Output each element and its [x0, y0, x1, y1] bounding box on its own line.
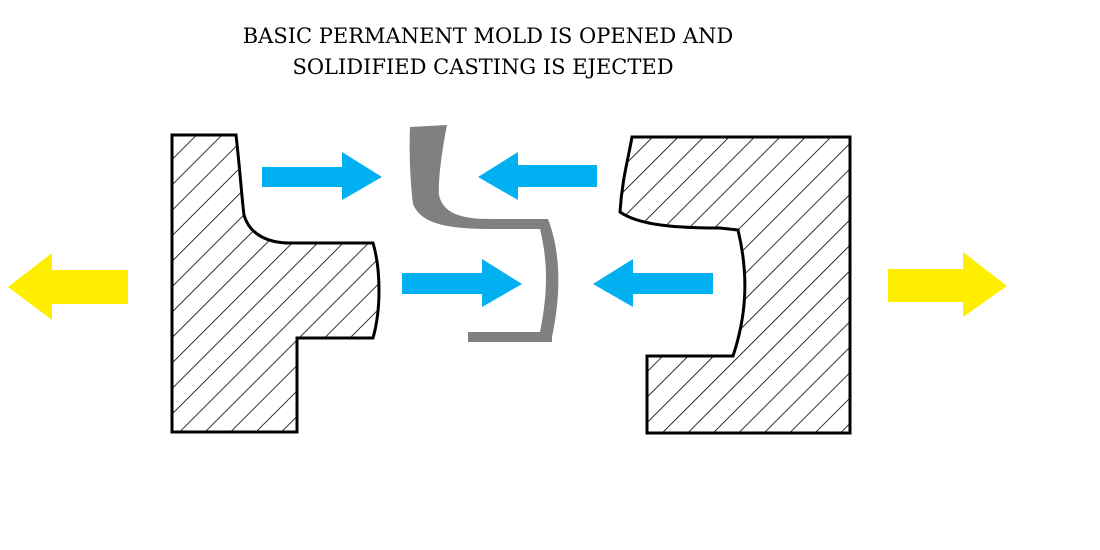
arrow-left-icon — [478, 152, 597, 200]
title-line-1: BASIC PERMANENT MOLD IS OPENED AND — [243, 24, 734, 48]
ejected-casting — [409, 125, 559, 342]
arrow-right-icon — [888, 252, 1007, 317]
title-line-2: SOLIDIFIED CASTING IS EJECTED — [292, 55, 673, 79]
arrow-left-icon — [8, 253, 128, 320]
arrow-right-icon — [402, 259, 522, 307]
arrow-left-icon — [593, 259, 713, 307]
left-mold-half — [170, 133, 381, 434]
arrow-right-icon — [262, 152, 382, 200]
right-mold-half — [618, 135, 852, 435]
